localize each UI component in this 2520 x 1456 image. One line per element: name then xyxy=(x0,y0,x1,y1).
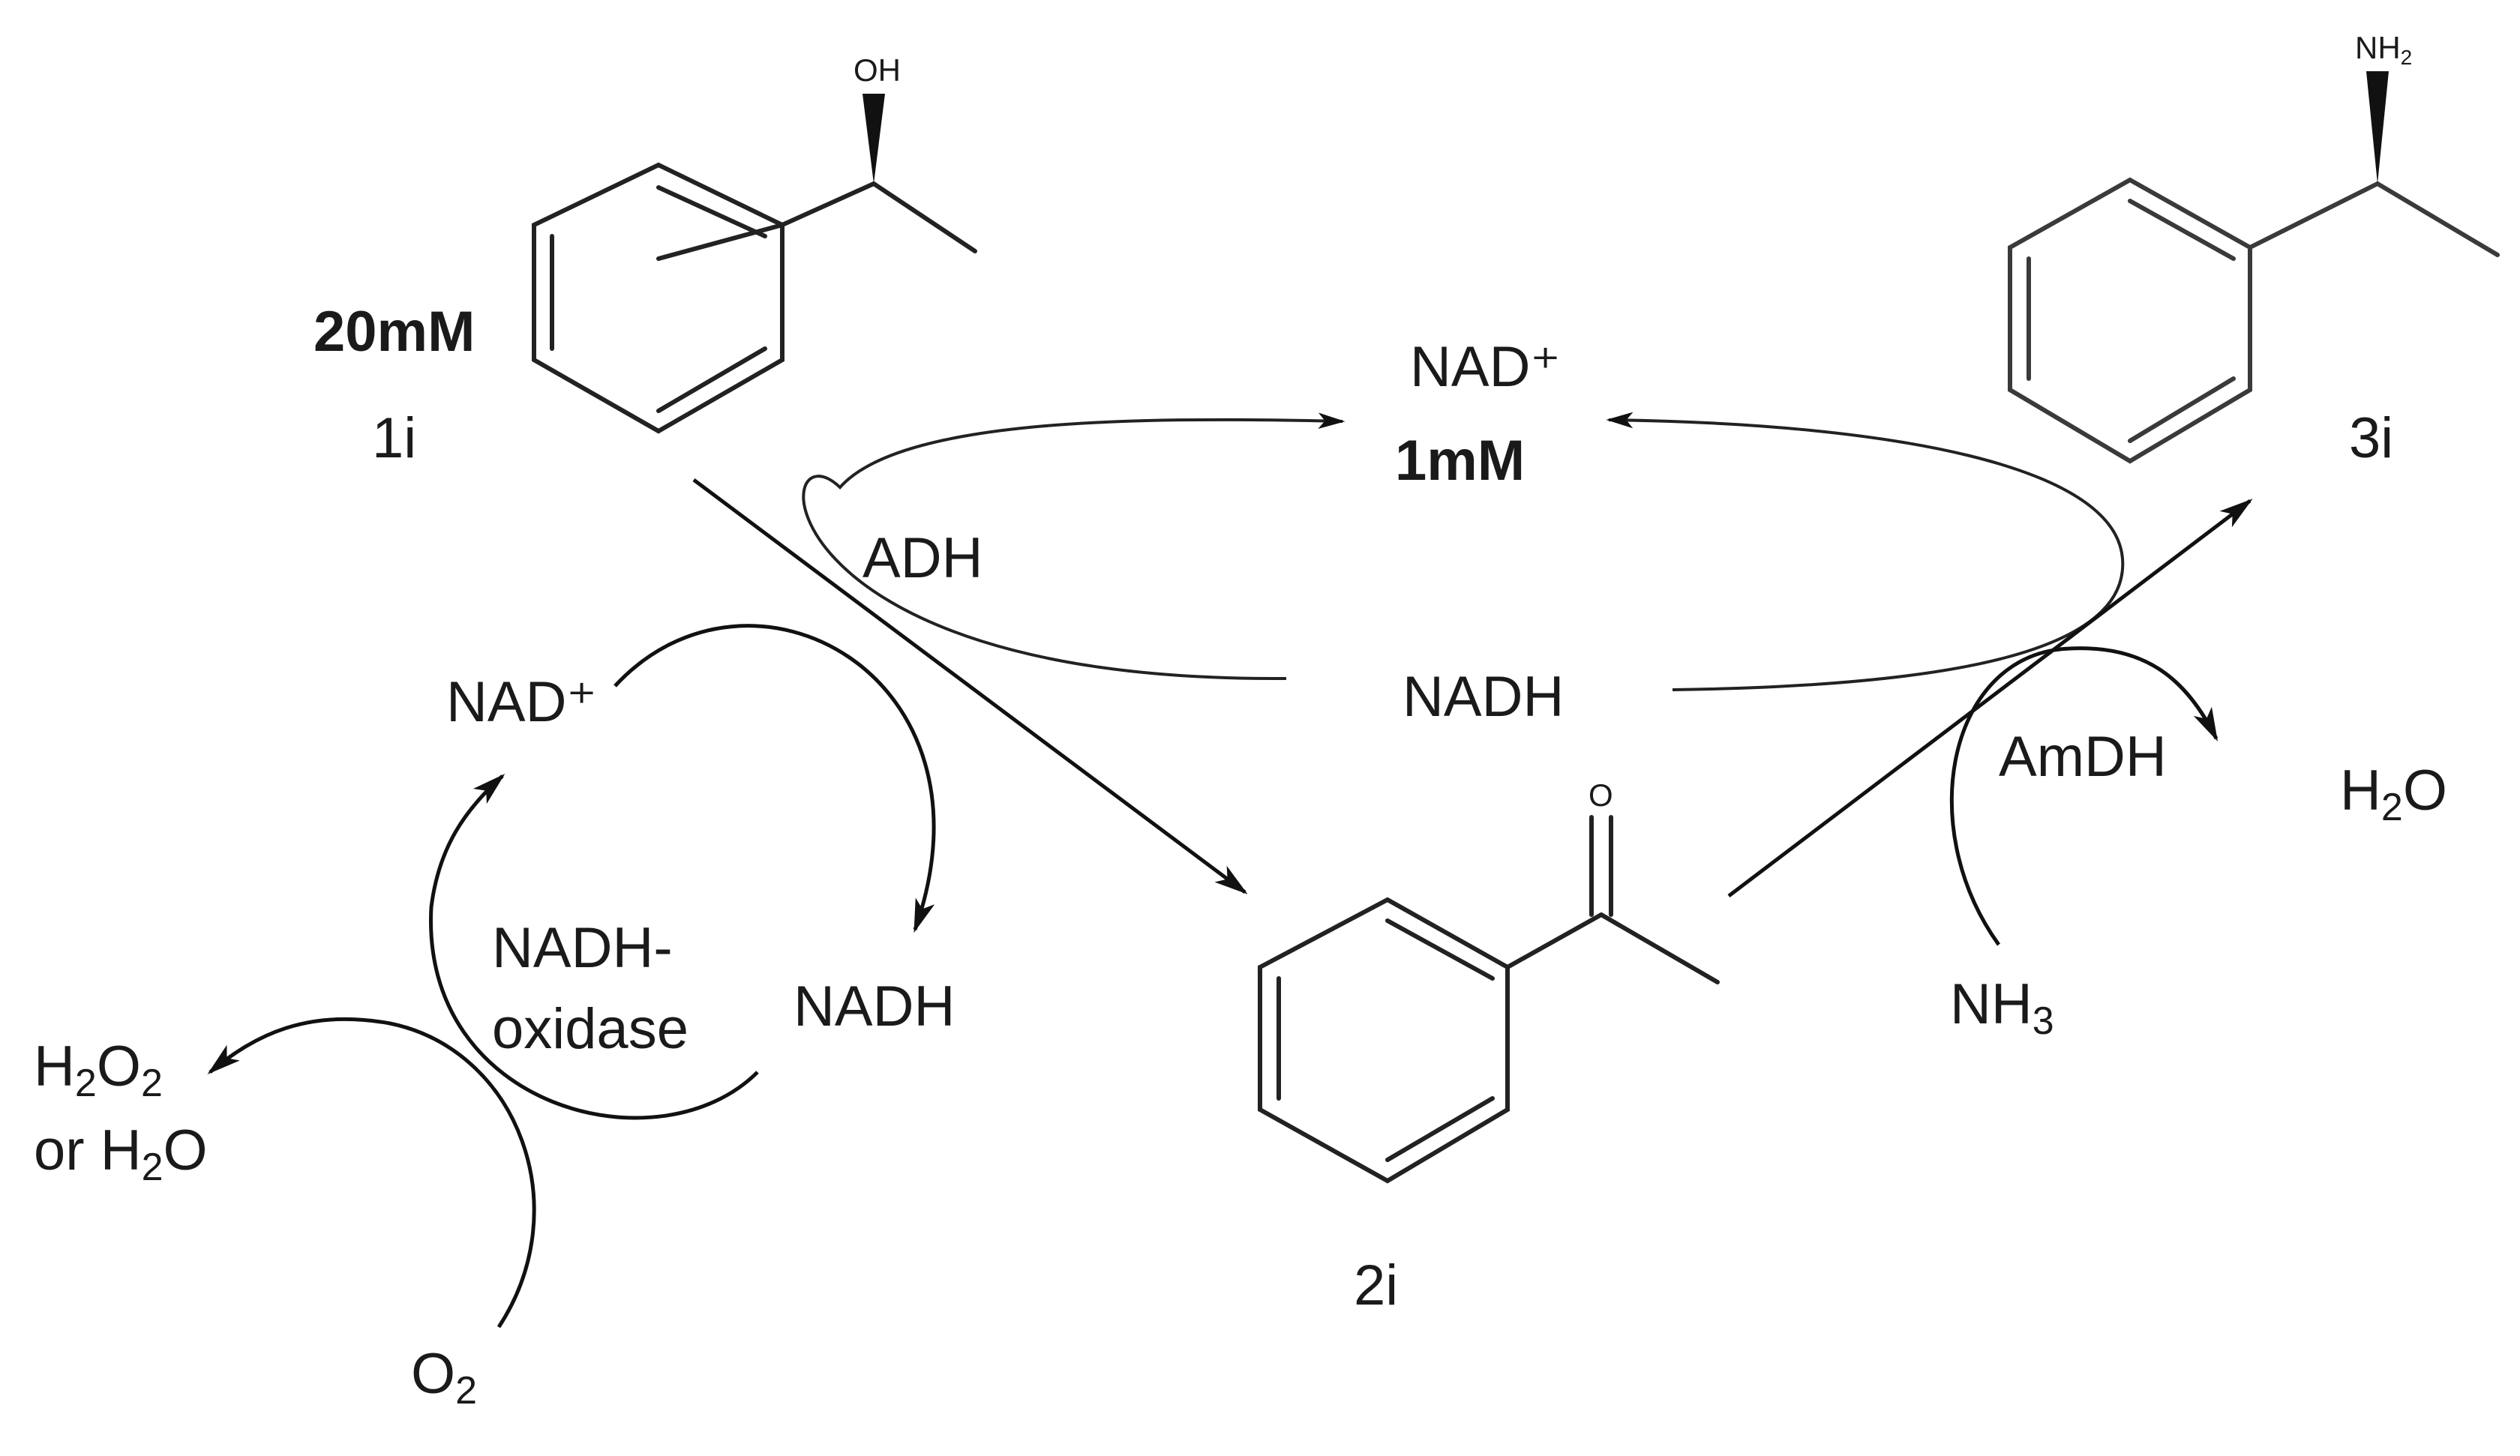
water-product: H2O xyxy=(2340,759,2447,829)
compound-2i-structure xyxy=(1258,815,1720,1184)
regen-nad-oxidized: NAD⁺ xyxy=(446,670,597,734)
oxygen-reactant: O2 xyxy=(411,1342,477,1413)
ammonia-reactant: NH3 xyxy=(1950,972,2054,1043)
carbonyl-oxygen-label: O xyxy=(1588,777,1613,813)
enzyme-adh: ADH xyxy=(862,526,982,590)
amine-label: NH2 xyxy=(2355,30,2412,69)
oxygen-branch-arrow xyxy=(207,1017,536,1329)
cycle-nad-oxidized: NAD⁺ xyxy=(1410,335,1561,399)
arrow-1i-to-2i xyxy=(692,478,1248,894)
cycle-arc-left xyxy=(802,412,1346,681)
wedge-bond xyxy=(862,94,885,184)
enzyme-nadh-oxidase-line1: NADH- xyxy=(492,916,673,980)
regen-arrow-to-nadh xyxy=(614,624,936,933)
enzyme-amdh: AmDH xyxy=(1999,725,2167,789)
compound-1i-label: 1i xyxy=(372,406,416,470)
cycle-concentration: 1mM xyxy=(1395,429,1525,493)
hydroxyl-label: OH xyxy=(854,52,901,88)
amdh-branch-arrow xyxy=(1949,646,2218,946)
regen-nad-reduced: NADH xyxy=(794,975,955,1038)
cycle-nad-reduced: NADH xyxy=(1402,665,1564,729)
peroxide-product: H2O2 xyxy=(34,1035,163,1105)
water-alternative-product: or H2O xyxy=(34,1119,208,1189)
compound-3i-label: 3i xyxy=(2349,406,2393,470)
compound-1i-structure xyxy=(532,94,977,434)
arrow-2i-to-3i xyxy=(1727,499,2253,897)
regen-arrow-to-nad xyxy=(429,773,759,1120)
compound-3i-structure xyxy=(2008,71,2500,464)
concentration-1i: 20mM xyxy=(314,300,475,364)
cycle-arc-right xyxy=(1606,412,2125,691)
compound-2i-label: 2i xyxy=(1354,1254,1398,1317)
wedge-bond xyxy=(2366,71,2389,184)
enzyme-nadh-oxidase-line2: oxidase xyxy=(492,997,688,1061)
